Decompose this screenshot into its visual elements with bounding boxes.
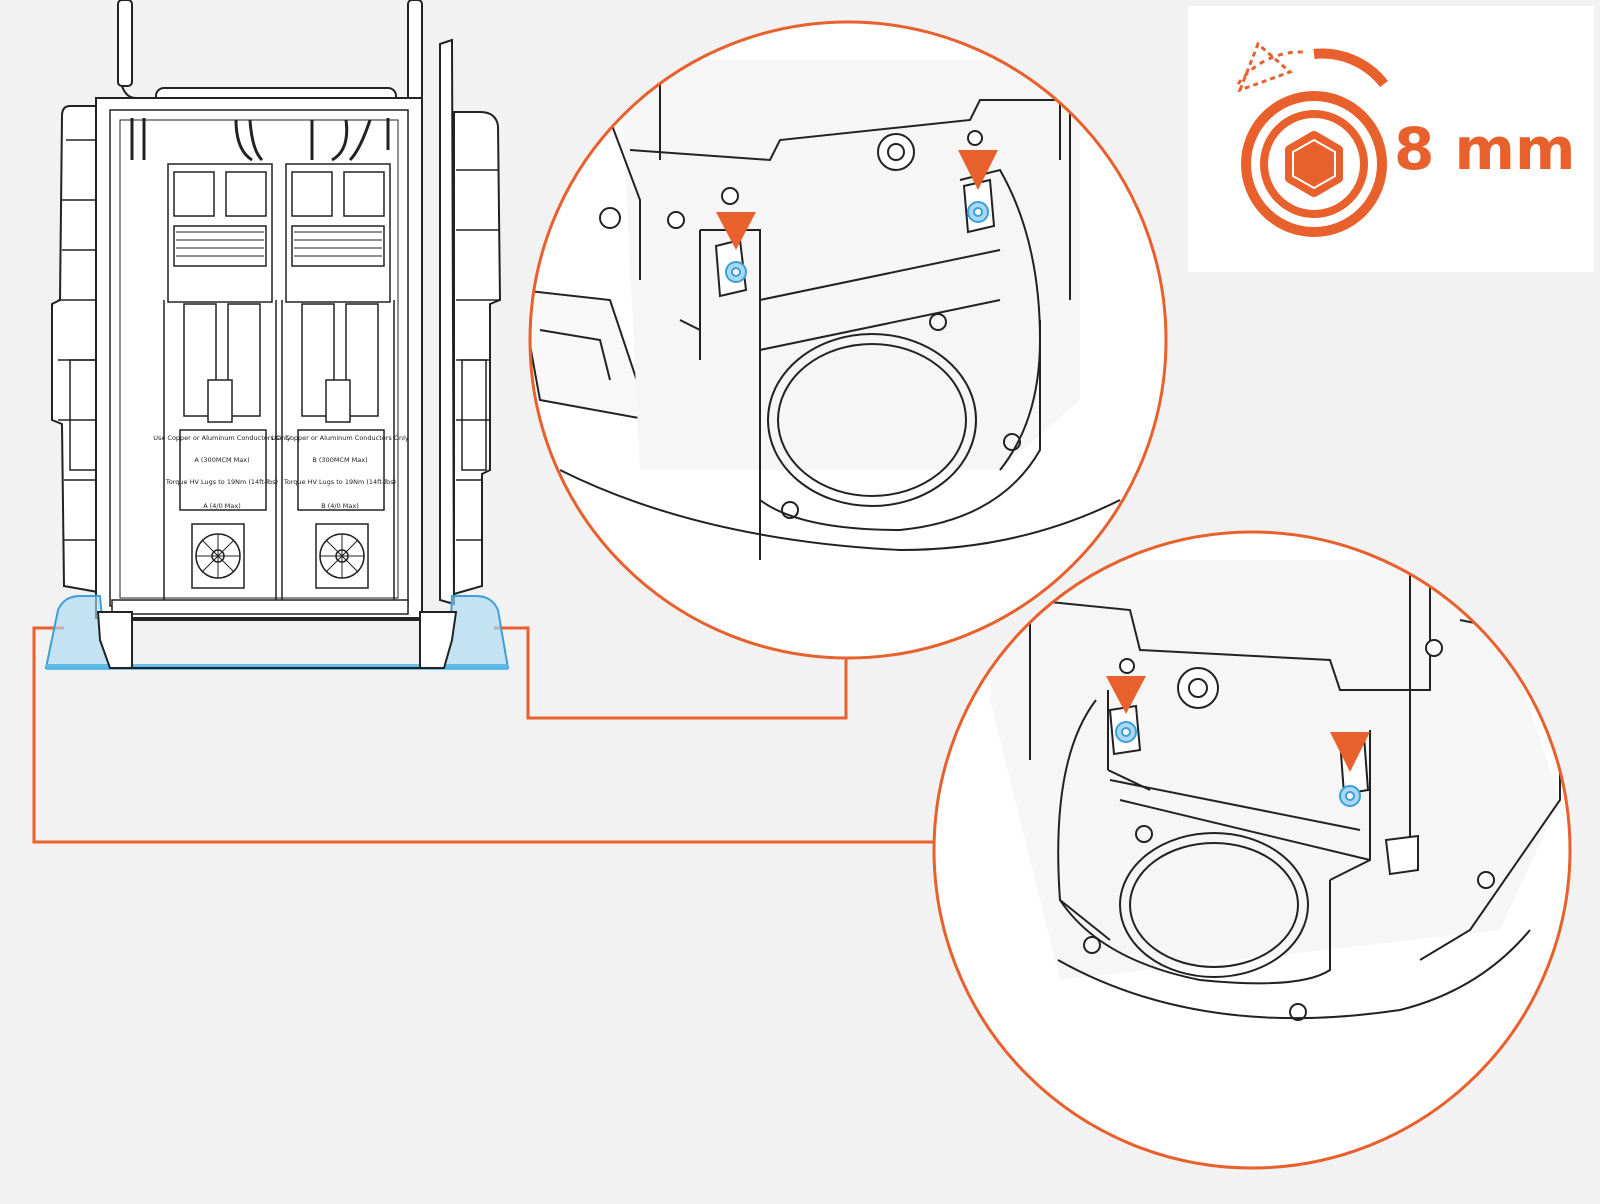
cabinet-front-view xyxy=(51,0,502,619)
connector-lines xyxy=(32,626,938,844)
detail-top xyxy=(528,20,1168,660)
base-foot-left xyxy=(96,611,133,669)
conductor-note-b: Use Copper or Aluminum Conductors Only xyxy=(271,434,409,442)
hex-socket-icon xyxy=(1241,91,1387,237)
torque-note-b: Torque HV Lugs to 19Nm (14ft-lbs) xyxy=(283,478,396,486)
lug-b-4-0: B (4/0 Max) xyxy=(321,502,359,510)
marker-arrow-top-right xyxy=(958,150,998,190)
detail-bottom xyxy=(932,530,1572,1170)
marker-arrow-top-left xyxy=(716,212,756,250)
rotate-counterclockwise-icon xyxy=(1237,41,1293,93)
lifting-rod-left xyxy=(117,0,133,87)
torque-note-a: Torque HV Lugs to 19Nm (14ft-lbs) xyxy=(165,478,278,486)
lug-a-4-0: A (4/0 Max) xyxy=(203,502,241,510)
lifting-rod-right xyxy=(407,0,423,101)
markers-top xyxy=(716,150,998,250)
lug-b-300mcm: B (300MCM Max) xyxy=(312,456,367,464)
breaker-column-b xyxy=(285,163,391,589)
rotation-arc-icon xyxy=(1313,48,1388,88)
side-module-right xyxy=(453,111,502,596)
tool-card-icons xyxy=(1188,6,1594,272)
marker-arrow-bottom-left xyxy=(1106,676,1146,714)
highlighted-nuts-top xyxy=(725,201,989,283)
detail-circle-top-outline xyxy=(528,20,1168,660)
highlighted-nuts-bottom xyxy=(1115,721,1361,807)
side-module-left xyxy=(51,105,99,594)
lifting-bracket-right xyxy=(439,38,456,606)
connector-line-top xyxy=(494,626,848,720)
cabinet-labels: Use Copper or Aluminum Conductors Only A… xyxy=(153,434,409,510)
socket-size-label: 8 mm xyxy=(1394,115,1576,183)
connector-line-bottom xyxy=(32,626,938,844)
conductor-note-a: Use Copper or Aluminum Conductors Only xyxy=(153,434,291,442)
lug-a-300mcm: A (300MCM Max) xyxy=(194,456,249,464)
markers-bottom xyxy=(1106,676,1370,772)
breaker-column-a xyxy=(167,163,273,589)
marker-arrow-bottom-right xyxy=(1330,732,1370,772)
detail-circle-bottom-outline xyxy=(932,530,1572,1170)
